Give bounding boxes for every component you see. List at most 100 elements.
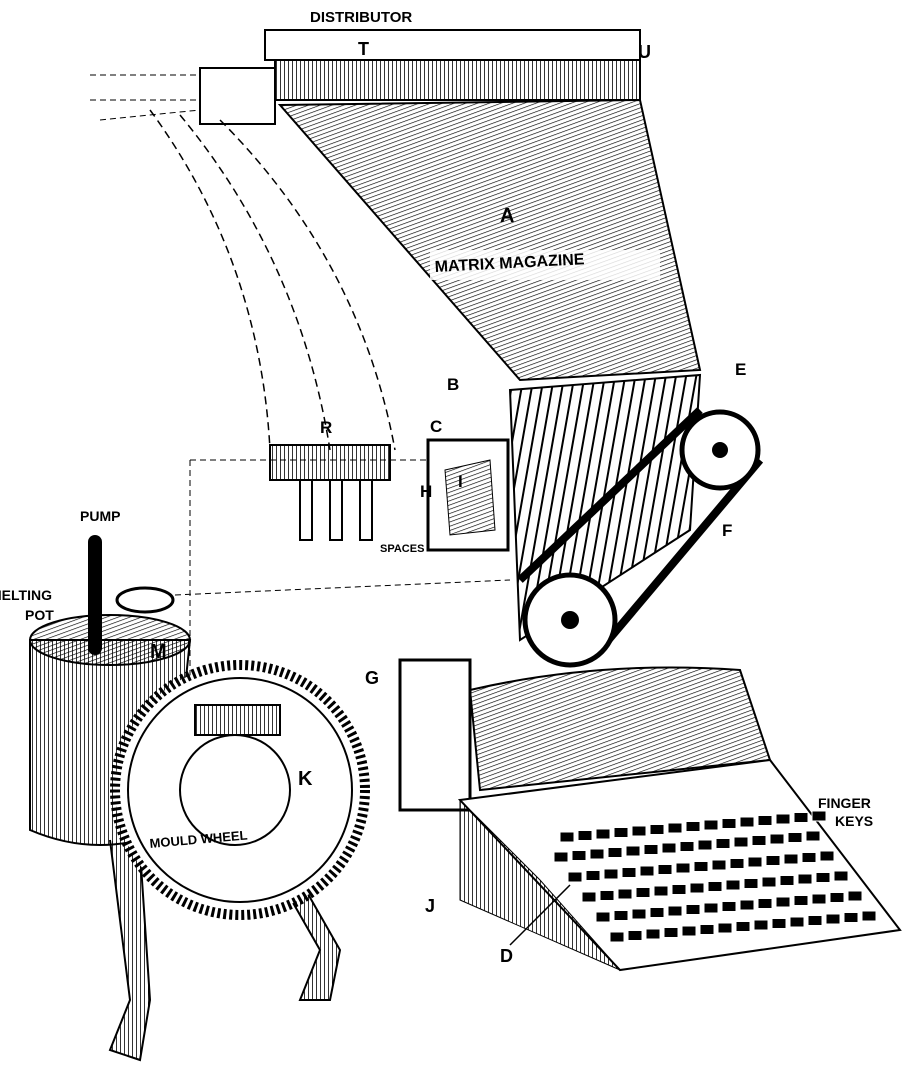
finger-key[interactable]: [667, 822, 683, 834]
finger-key[interactable]: [771, 918, 787, 929]
finger-key[interactable]: [815, 872, 831, 883]
finger-key[interactable]: [613, 827, 629, 838]
finger-key[interactable]: [775, 813, 791, 825]
finger-key[interactable]: [739, 899, 755, 911]
label-finger: FINGER: [818, 795, 871, 811]
finger-key[interactable]: [747, 856, 763, 868]
finger-key[interactable]: [663, 927, 679, 938]
finger-key[interactable]: [599, 890, 615, 901]
label-distributor: DISTRIBUTOR: [310, 9, 412, 26]
finger-key[interactable]: [811, 893, 827, 905]
finger-key[interactable]: [743, 878, 759, 889]
finger-key[interactable]: [685, 821, 701, 832]
finger-key[interactable]: [819, 850, 835, 862]
finger-key[interactable]: [679, 841, 695, 852]
finger-key[interactable]: [693, 861, 709, 872]
finger-key[interactable]: [699, 924, 715, 935]
finger-key[interactable]: [609, 931, 625, 943]
finger-key[interactable]: [581, 891, 597, 903]
finger-key[interactable]: [585, 870, 601, 881]
finger-key[interactable]: [739, 816, 755, 828]
finger-key[interactable]: [589, 848, 605, 860]
finger-key[interactable]: [617, 888, 633, 900]
finger-key[interactable]: [675, 862, 691, 874]
finger-key[interactable]: [779, 875, 795, 886]
finger-key[interactable]: [643, 844, 659, 855]
finger-key[interactable]: [653, 885, 669, 897]
finger-key[interactable]: [697, 839, 713, 851]
label-spaces: SPACES: [380, 543, 424, 555]
finger-key[interactable]: [631, 825, 647, 837]
finger-key[interactable]: [671, 884, 687, 895]
label-f: F: [722, 521, 732, 540]
finger-key[interactable]: [595, 911, 611, 923]
finger-key[interactable]: [639, 865, 655, 877]
distributor: [90, 29, 641, 125]
label-u: U: [638, 42, 651, 62]
finger-key[interactable]: [725, 879, 741, 891]
finger-key[interactable]: [645, 928, 661, 940]
finger-key[interactable]: [805, 830, 821, 842]
finger-key[interactable]: [793, 895, 809, 906]
finger-key[interactable]: [717, 922, 733, 934]
finger-key[interactable]: [793, 812, 809, 823]
finger-key[interactable]: [635, 887, 651, 898]
finger-key[interactable]: [765, 855, 781, 866]
finger-key[interactable]: [607, 847, 623, 858]
finger-key[interactable]: [801, 852, 817, 863]
finger-key[interactable]: [797, 873, 813, 885]
finger-key[interactable]: [567, 871, 583, 883]
channel-guides: [149, 109, 396, 451]
finger-key[interactable]: [735, 921, 751, 932]
finger-key[interactable]: [627, 930, 643, 941]
finger-key[interactable]: [657, 864, 673, 875]
finger-key[interactable]: [649, 907, 665, 918]
finger-key[interactable]: [703, 819, 719, 831]
finger-key[interactable]: [789, 916, 805, 928]
finger-key[interactable]: [721, 818, 737, 829]
finger-key[interactable]: [631, 908, 647, 920]
finger-key[interactable]: [553, 851, 569, 863]
finger-key[interactable]: [769, 833, 785, 845]
finger-keys[interactable]: [553, 810, 877, 943]
finger-key[interactable]: [807, 915, 823, 926]
finger-key[interactable]: [729, 858, 745, 869]
finger-key[interactable]: [621, 867, 637, 878]
finger-key[interactable]: [861, 910, 877, 922]
finger-key[interactable]: [787, 832, 803, 843]
finger-key[interactable]: [603, 868, 619, 880]
finger-key[interactable]: [571, 850, 587, 861]
finger-key[interactable]: [707, 881, 723, 892]
finger-key[interactable]: [761, 876, 777, 888]
finger-key[interactable]: [595, 828, 611, 840]
finger-key[interactable]: [811, 810, 827, 822]
finger-key[interactable]: [661, 842, 677, 854]
finger-key[interactable]: [753, 919, 769, 931]
finger-key[interactable]: [715, 838, 731, 849]
finger-key[interactable]: [649, 824, 665, 835]
finger-key[interactable]: [667, 905, 683, 917]
finger-key[interactable]: [775, 896, 791, 908]
finger-key[interactable]: [689, 882, 705, 894]
finger-key[interactable]: [559, 831, 575, 843]
finger-key[interactable]: [681, 925, 697, 937]
finger-key[interactable]: [711, 859, 727, 871]
finger-key[interactable]: [577, 830, 593, 841]
finger-key[interactable]: [703, 902, 719, 914]
finger-key[interactable]: [721, 901, 737, 912]
finger-key[interactable]: [625, 845, 641, 857]
belt-drive: [517, 407, 764, 668]
finger-key[interactable]: [833, 870, 849, 882]
finger-key[interactable]: [757, 898, 773, 909]
finger-key[interactable]: [825, 913, 841, 925]
finger-key[interactable]: [733, 836, 749, 848]
finger-key[interactable]: [751, 835, 767, 846]
finger-key[interactable]: [613, 910, 629, 921]
finger-key[interactable]: [829, 892, 845, 903]
finger-key[interactable]: [847, 890, 863, 902]
finger-key[interactable]: [685, 904, 701, 915]
finger-key[interactable]: [843, 912, 859, 923]
finger-key[interactable]: [757, 815, 773, 826]
finger-key[interactable]: [783, 853, 799, 865]
